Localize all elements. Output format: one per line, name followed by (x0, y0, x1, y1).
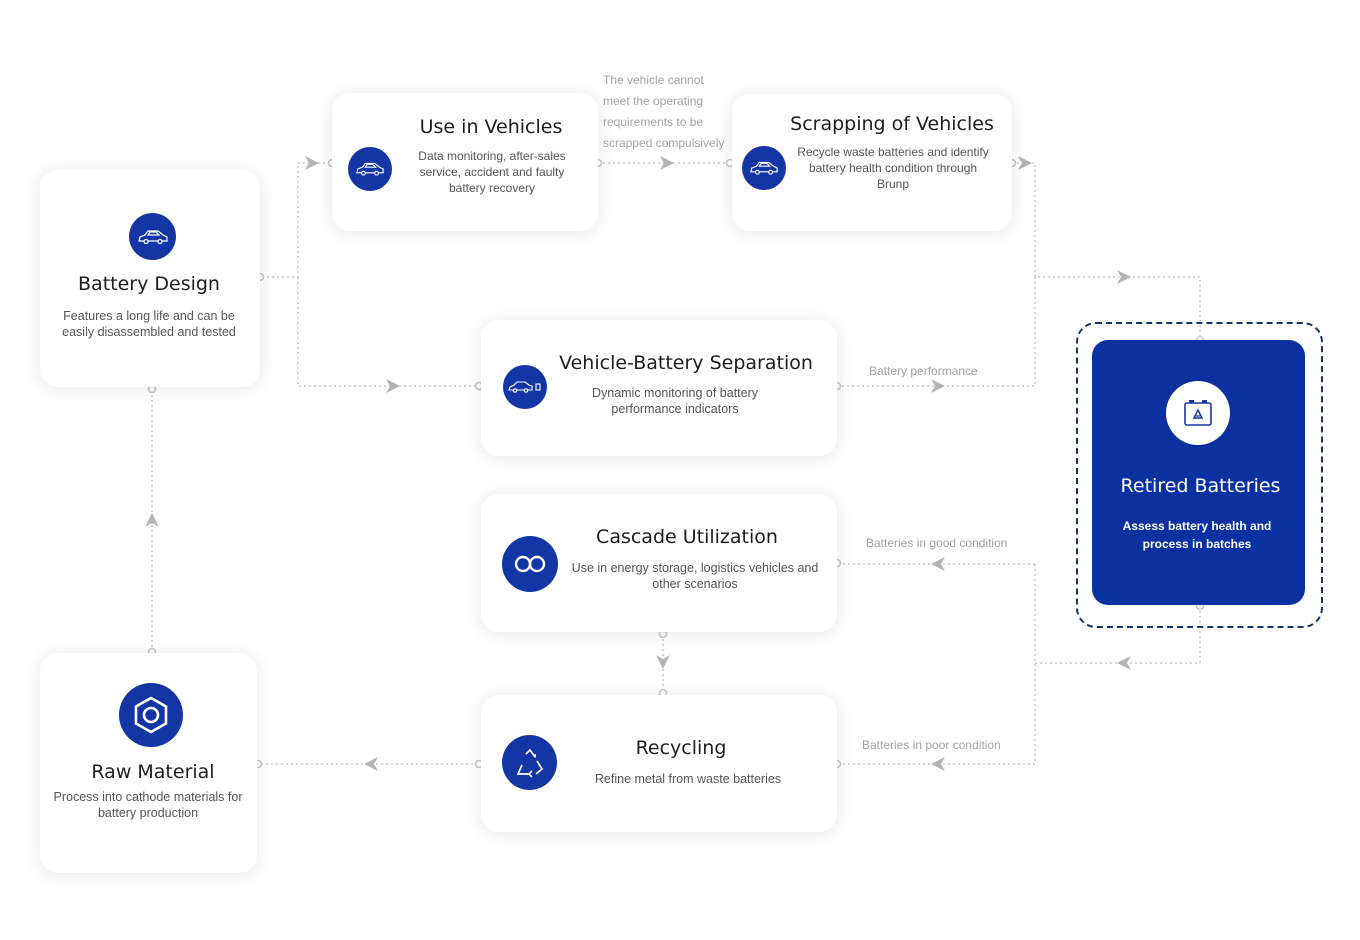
retired-batteries-desc: Assess battery health and process in bat… (1122, 519, 1272, 551)
scrapping-card: Scrapping of Vehicles Recycle waste batt… (732, 94, 1012, 231)
retired-batteries-title: Retired Batteries (1120, 475, 1281, 497)
raw-material-desc: Process into cathode materials for batte… (53, 790, 243, 820)
battery-design-desc: Features a long life and can be easily d… (62, 309, 236, 339)
scrap-reason-label: The vehicle cannot meet the operating re… (603, 73, 725, 150)
recycling-desc: Refine metal from waste batteries (594, 772, 782, 786)
arrow-down (656, 655, 670, 669)
retired-batteries-card: Retired Batteries Assess battery health … (1092, 340, 1305, 605)
arrow-left (1117, 656, 1131, 670)
link-design-separation (297, 277, 478, 387)
separation-desc: Dynamic monitoring of battery performanc… (591, 386, 759, 416)
arrow-right (660, 156, 674, 170)
arrow-right (1117, 270, 1131, 284)
link-design-branch (262, 162, 330, 278)
battery-recycle-icon (1166, 381, 1230, 445)
link-scrap-retired (1012, 162, 1201, 340)
recycling-card: Recycling Refine metal from waste batter… (481, 695, 837, 832)
link-to-cascade (837, 564, 1036, 765)
link-separation-retired (837, 277, 1036, 387)
cascade-desc: Use in energy storage, logistics vehicle… (571, 561, 819, 591)
scrapping-desc: Recycle waste batteries and identify bat… (797, 145, 989, 191)
retired-selection-outline (1076, 322, 1323, 628)
separation-card: Vehicle-Battery Separation Dynamic monit… (481, 320, 837, 456)
arrow-up (145, 513, 159, 527)
cascade-title: Cascade Utilization (596, 526, 778, 548)
raw-material-card: Raw Material Process into cathode materi… (40, 653, 257, 873)
battery-design-title: Battery Design (78, 273, 220, 295)
arrow-left (931, 757, 945, 771)
infinity-icon (502, 536, 558, 592)
cascade-card: Cascade Utilization Use in energy storag… (481, 494, 837, 632)
arrow-right (931, 379, 945, 393)
good-condition-label: Batteries in good condition (866, 536, 1008, 550)
use-in-vehicles-title: Use in Vehicles (419, 116, 563, 138)
arrow-right (305, 156, 319, 170)
arrow-left (364, 757, 378, 771)
arrow-right (1018, 156, 1032, 170)
use-in-vehicles-card: Use in Vehicles Data monitoring, after-s… (332, 93, 598, 231)
car-icon (742, 146, 786, 190)
battery-performance-label: Battery performance (869, 364, 978, 378)
battery-design-card: Battery Design Features a long life and … (40, 170, 260, 387)
poor-condition-label: Batteries in poor condition (862, 738, 1001, 752)
car-icon (129, 213, 176, 260)
car-icon (348, 147, 392, 191)
separation-title: Vehicle-Battery Separation (559, 352, 813, 374)
use-in-vehicles-desc: Data monitoring, after-sales service, ac… (418, 149, 566, 195)
link-retired-split (1035, 606, 1201, 664)
recycling-title: Recycling (635, 737, 727, 759)
arrow-left (931, 557, 945, 571)
scrapping-title: Scrapping of Vehicles (790, 113, 994, 135)
raw-material-title: Raw Material (91, 761, 215, 783)
car-battery-icon (503, 365, 547, 409)
hexagon-nut-icon (119, 683, 183, 747)
arrow-right (386, 379, 400, 393)
recycle-icon (502, 735, 557, 790)
